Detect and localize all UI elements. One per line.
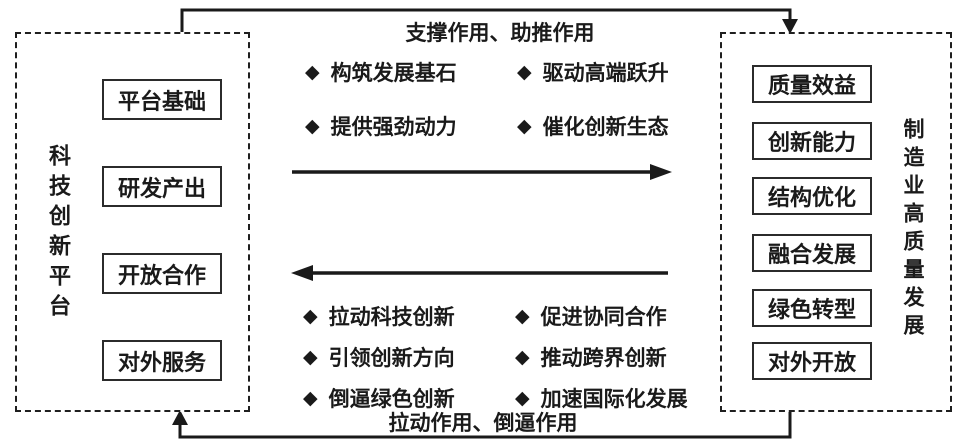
effect-label: 引领创新方向	[328, 346, 455, 370]
left-node-platform-foundation: 平台基础	[102, 79, 222, 120]
effect-label: 加速国际化发展	[540, 387, 688, 411]
forward-arrow-head-icon	[650, 164, 672, 180]
diamond-bullet-icon: ◆	[515, 387, 530, 409]
diamond-bullet-icon: ◆	[303, 305, 318, 327]
effect-label: 拉动科技创新	[328, 305, 455, 329]
right-panel-label: 制造业高质量发展	[901, 118, 925, 342]
forward-effects-list: ◆ 构筑发展基石 ◆ 驱动高端跃升 ◆ 提供强劲动力 ◆ 催化创新生态	[305, 57, 669, 141]
effect-label: 促进协同合作	[540, 305, 667, 329]
forward-effect-item: ◆ 构筑发展基石	[305, 57, 517, 87]
diamond-bullet-icon: ◆	[517, 115, 532, 137]
forward-effect-item: ◆ 驱动高端跃升	[517, 57, 669, 87]
right-node-opening-up: 对外开放	[752, 342, 872, 380]
right-node-innovation-capacity: 创新能力	[752, 122, 872, 160]
left-node-rd-output: 研发产出	[102, 166, 222, 207]
right-panel: 制造业高质量发展 质量效益 创新能力 结构优化 融合发展 绿色转型 对外开放	[720, 32, 952, 412]
diamond-bullet-icon: ◆	[515, 305, 530, 327]
backward-arrow-head-icon	[291, 265, 313, 281]
effect-label: 推动跨界创新	[540, 346, 667, 370]
effect-label: 驱动高端跃升	[542, 61, 669, 85]
effect-label: 构筑发展基石	[330, 61, 457, 85]
diamond-bullet-icon: ◆	[305, 61, 320, 83]
diamond-bullet-icon: ◆	[303, 387, 318, 409]
right-node-green-transition: 绿色转型	[752, 289, 872, 327]
backward-effects-list: ◆ 拉动科技创新 ◆ 促进协同合作 ◆ 引领创新方向 ◆ 推动跨界创新 ◆ 倒逼…	[303, 301, 688, 413]
backward-effect-item: ◆ 推动跨界创新	[515, 342, 688, 372]
diamond-bullet-icon: ◆	[305, 115, 320, 137]
effect-label: 倒逼绿色创新	[328, 387, 455, 411]
left-node-external-service: 对外服务	[102, 340, 222, 381]
left-panel: 科技创新平台 平台基础 研发产出 开放合作 对外服务	[15, 32, 250, 412]
effect-label: 催化创新生态	[542, 115, 669, 139]
backward-effect-item: ◆ 引领创新方向	[303, 342, 515, 372]
diamond-bullet-icon: ◆	[303, 346, 318, 368]
right-node-quality-benefit: 质量效益	[752, 65, 872, 103]
diamond-bullet-icon: ◆	[515, 346, 530, 368]
backward-effect-item: ◆ 加速国际化发展	[515, 383, 688, 413]
backward-effect-item: ◆ 倒逼绿色创新	[303, 383, 515, 413]
forward-effect-item: ◆ 提供强劲动力	[305, 111, 517, 141]
forward-effect-item: ◆ 催化创新生态	[517, 111, 669, 141]
effect-label: 提供强劲动力	[330, 115, 457, 139]
right-node-structure-optimization: 结构优化	[752, 177, 872, 215]
left-panel-label: 科技创新平台	[46, 144, 71, 324]
left-node-open-cooperation: 开放合作	[102, 253, 222, 294]
bottom-connector-arrowhead-icon	[172, 410, 188, 425]
top-arc-label: 支撑作用、助推作用	[405, 21, 595, 45]
diamond-bullet-icon: ◆	[517, 61, 532, 83]
right-node-integrated-development: 融合发展	[752, 234, 872, 272]
backward-effect-item: ◆ 拉动科技创新	[303, 301, 515, 331]
backward-effect-item: ◆ 促进协同合作	[515, 301, 688, 331]
bottom-arc-label: 拉动作用、倒逼作用	[388, 411, 578, 435]
